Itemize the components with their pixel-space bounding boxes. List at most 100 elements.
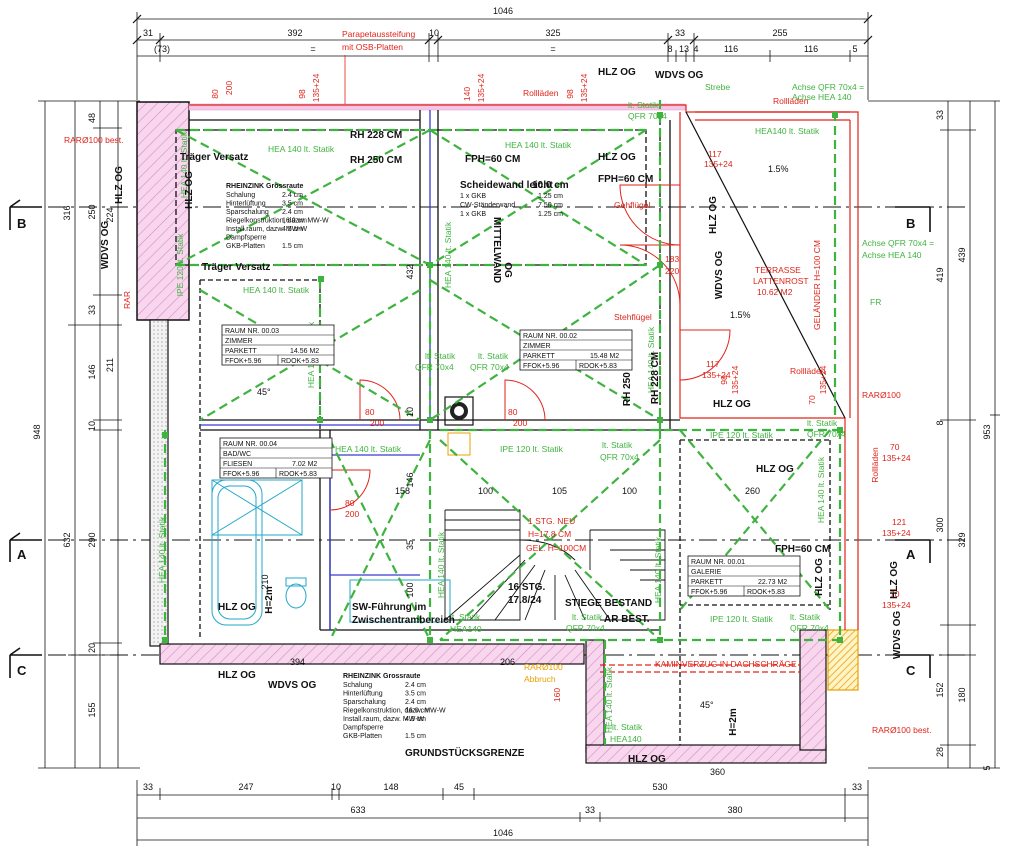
dim-red-121: 121 [892, 517, 906, 527]
dim-red-135-f: 135+24 [818, 365, 828, 394]
room-stamp-0001: RAUM NR. 00.01 GALERIE PARKETT 22.73 M2 … [687, 555, 801, 597]
beam-label-rar-orange: RARØ100 [524, 662, 563, 672]
note-stg-neu-2: H=17.8 CM [528, 529, 571, 539]
beam-label-qfr-stair1: lt. Statik [572, 612, 603, 622]
beam-label-hea-top-2: HEA 140 lt. Statik [505, 140, 572, 150]
svg-text:PARKETT: PARKETT [523, 353, 555, 360]
dim-red-135-2: 135+24 [311, 73, 321, 102]
dim-red-110: 98 [719, 375, 729, 385]
rheinzink-bottom-row-0-label: Schalung [343, 682, 372, 689]
dim-red-80-c: 80 [345, 498, 355, 508]
svg-text:15.48 M2: 15.48 M2 [590, 353, 619, 360]
beam-label-qfr-mid6: QFR 70x4 [600, 452, 639, 462]
dim-right-mid-4: 180 [957, 687, 967, 702]
scheidewand-row-0-label: 1 x GKB [460, 193, 486, 200]
dim-top2-4: 8 [667, 44, 672, 54]
svg-text:A: A [906, 547, 916, 562]
dim-top2-2: = [310, 44, 315, 54]
label-sw-fuehrung-2: Zwischentrambereich [352, 615, 455, 626]
rheinzink-bottom-row-6-label: GKB-Platten [343, 733, 382, 740]
label-h2m-a: H=2m [264, 586, 275, 614]
dim-red-70-b: 70 [890, 589, 900, 599]
dim-red-135-c: 135+24 [882, 453, 911, 463]
dim-red-80-a: 80 [365, 407, 375, 417]
dim-int-10: 10 [405, 407, 415, 417]
svg-text:ZIMMER: ZIMMER [225, 338, 253, 345]
label-wdvs-og-vert1: WDVS OG [100, 221, 111, 270]
svg-text:B: B [17, 216, 26, 231]
beam-label-ipe120-c: IPE 120 lt. Statik [710, 614, 774, 624]
rheinzink-top-row-6-label: GKB-Platten [226, 243, 265, 250]
dimension-lines-top [136, 12, 869, 100]
dim-red-98-1: 80 [210, 89, 220, 99]
label-grenze: GRUNDSTÜCKSGRENZE [405, 746, 525, 759]
rheinzink-top-row-1-value: 3.5 cm [282, 201, 303, 208]
note-parapet-2: mit OSB-Platten [342, 42, 403, 52]
label-traeger-2: Träger Versatz [202, 262, 270, 273]
dim-red-98-3: 98 [565, 89, 575, 99]
interior-walls [175, 110, 831, 745]
svg-text:RAUM NR. 00.02: RAUM NR. 00.02 [523, 333, 577, 340]
svg-text:FFOK+5.96: FFOK+5.96 [223, 471, 259, 478]
note-rolllaeden-3: Rollläden [790, 366, 826, 376]
svg-text:A: A [17, 547, 27, 562]
beam-label-lt-statik-stair: lt. Statik [450, 612, 481, 622]
dim-bottom-1: 33 [143, 782, 153, 792]
dim-red-4: 70 [807, 395, 817, 405]
exterior-walls [136, 101, 859, 764]
rheinzink-bottom-row-4-value: 4.5 cm [405, 716, 426, 723]
svg-text:FLIESEN: FLIESEN [223, 461, 252, 468]
scheidewand-row-0-value: 1.25 cm [538, 193, 563, 200]
beam-label-hea-left: HEA 140 lt. Statik [243, 285, 310, 295]
rheinzink-title-top: RHEINZINK Grossraute [226, 183, 304, 190]
room-stamp-0004: RAUM NR. 00.04 BAD/WC FLIESEN 7.02 M2 FF… [219, 437, 333, 479]
dim-top-1: 31 [143, 28, 153, 38]
dim-red-140: 98 [297, 89, 307, 99]
scheidewand-row-2-value: 1.25 cm [538, 211, 563, 218]
rheinzink-top-row-0-value: 2.4 cm [282, 192, 303, 199]
dim-top2-8: 116 [804, 44, 818, 54]
dim-int-360: 360 [710, 767, 725, 777]
svg-text:RDOK+5.83: RDOK+5.83 [281, 358, 319, 365]
beam-label-hea-top-1: HEA 140 lt. Statik [268, 144, 335, 154]
scheidewand-row-2-label: 1 x GKB [460, 211, 486, 218]
dim-right-inner-1: 33 [935, 110, 945, 120]
dim-bottom2-1: 633 [350, 805, 365, 815]
beam-label-achse-2a: Achse QFR 70x4 = [862, 238, 934, 248]
dim-red-135-d: 135+24 [882, 528, 911, 538]
room-stamp-0002: RAUM NR. 00.02 ZIMMER PARKETT 15.48 M2 F… [519, 329, 633, 371]
dim-red-135-1: 200 [224, 81, 234, 95]
note-gehfluegel: Gehflügel [614, 200, 650, 210]
dim-top-2: 392 [287, 28, 302, 38]
svg-text:14.56 M2: 14.56 M2 [290, 348, 319, 355]
label-rh250-a: RH 250 CM [350, 155, 402, 166]
dim-bottom-4: 148 [383, 782, 398, 792]
beam-label-lt-statik-top: lt. Statik [628, 100, 659, 110]
dim-red-200-b: 200 [513, 418, 527, 428]
beam-label-hea-bottom: HEA140 [610, 734, 642, 744]
label-wdvs-og-vert2: WDVS OG [714, 251, 725, 300]
dim-left-inner-3: 224 [105, 207, 115, 222]
dim-red-200-a: 200 [370, 418, 384, 428]
dim-left-inner-1: 48 [87, 113, 97, 123]
dim-top2-6: 4 [693, 44, 698, 54]
label-h2m-b: H=2m [728, 708, 739, 736]
label-stiege: STIEGE BESTAND [565, 598, 652, 609]
label-hlz-og-top: HLZ OG [598, 67, 636, 78]
label-hlz-og-mid: HLZ OG [713, 399, 751, 410]
svg-text:FFOK+5.96: FFOK+5.96 [225, 358, 261, 365]
beam-label-vert-2: IPE 120 lt. Statik [175, 233, 185, 297]
label-ar-best: AR BEST. [604, 614, 650, 625]
dim-red-160: 160 [552, 688, 562, 702]
beam-label-qfr-top: QFR 70x4 [628, 111, 667, 121]
dim-red-220-b: 135+24 [730, 365, 740, 394]
dim-right-outer-2: 953 [982, 424, 992, 439]
note-stg-neu-3: GEL. H=100CM [526, 543, 586, 553]
dim-top2-7: 116 [724, 44, 738, 54]
dim-right-outer-1: 439 [957, 247, 967, 262]
label-hlz-og-vert1: HLZ OG [114, 166, 125, 204]
dim-bottom-overall: 1046 [493, 828, 513, 838]
dim-left-inner-6: 10 [87, 421, 97, 431]
bath-fixtures [211, 479, 451, 626]
note-stehfluegel: Stehflügel [614, 312, 652, 322]
